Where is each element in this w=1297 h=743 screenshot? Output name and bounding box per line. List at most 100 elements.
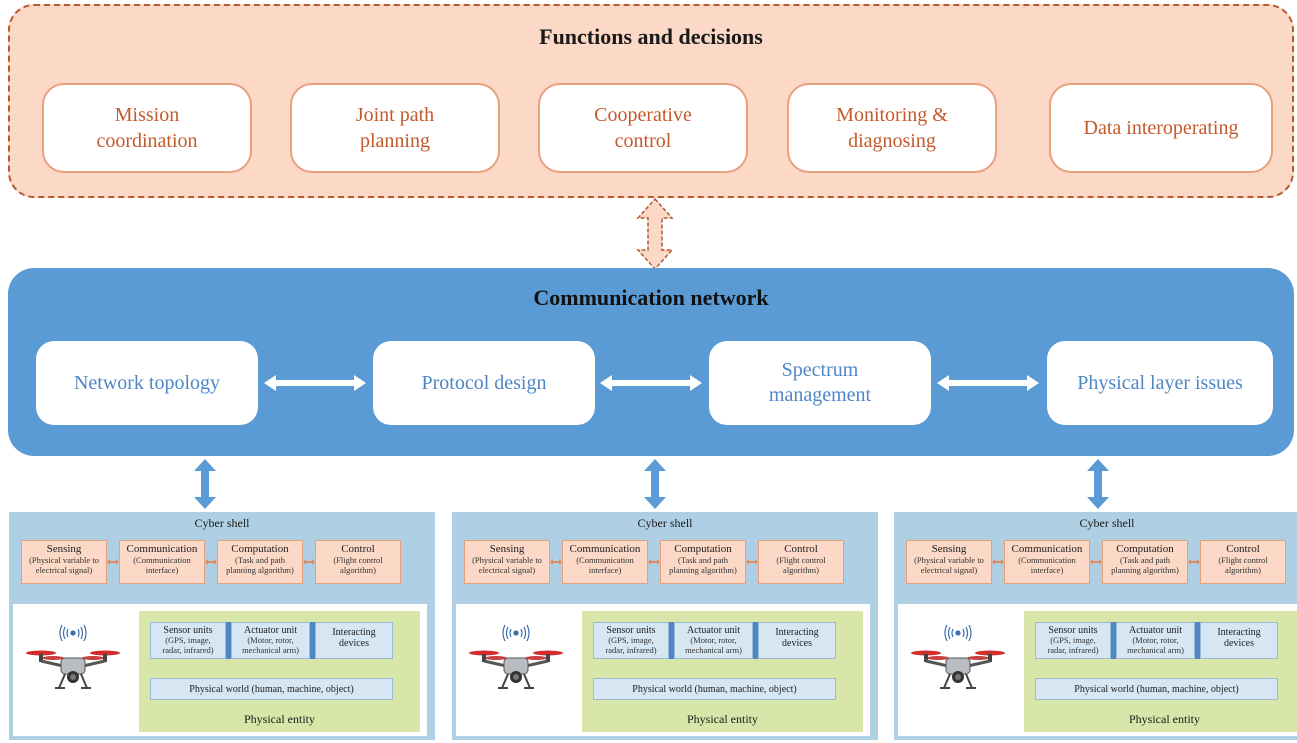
cyber-box-sub: (Communication [133,555,191,565]
cyber-box: Control (Flight control algorithm) [315,540,401,584]
cyber-shell-title: Cyber shell [194,516,250,530]
cyber-box-title: Communication [569,543,641,555]
unit-title: Interacting [1217,627,1261,638]
unit-sub: radar, infrared) [1047,644,1099,655]
cyber-box-sub: (Flight control [776,555,826,565]
unit-title: devices [1224,638,1254,649]
physical-layer-area: Sensor units (GPS, image, radar, infrare… [456,604,870,736]
function-label: Monitoring & [836,104,948,126]
unit-row: Sensor units (GPS, image, radar, infrare… [150,622,393,659]
unit-title: Sensor units [606,625,656,636]
cyber-box-sub: electrical signal) [478,565,536,575]
cyber-box: Communication (Communication interface) [1004,540,1090,584]
unit-title: Actuator unit [243,625,298,636]
unit-sub: radar, infrared) [605,644,657,655]
cyber-box: Communication (Communication interface) [119,540,205,584]
unit-separator [669,622,674,659]
network-label: Physical layer issues [1077,371,1243,394]
unit-title: Actuator unit [1128,625,1183,636]
physical-entity-label: Physical entity [244,712,315,726]
function-box-data-interoperating: Data interoperating [1049,83,1273,173]
function-label: planning [360,130,430,152]
bidirectional-arrow-icon [1090,559,1102,565]
cyber-box-sub: (Task and path [678,555,728,565]
cyber-box: Computation (Task and path planning algo… [217,540,303,584]
network-label: Protocol design [421,371,547,394]
unit-separator [1195,622,1200,659]
bidirectional-arrow-icon [205,559,217,565]
cyber-box-sub: algorithm) [783,565,819,575]
cyber-shell-title: Cyber shell [1079,516,1135,530]
drone-icon [469,624,563,689]
bidirectional-arrow-icon [194,459,216,509]
cyber-box-sub: interface) [145,565,179,575]
physical-entity-area: Sensor units (GPS, image, radar, infrare… [139,611,420,732]
physical-entity-area: Sensor units (GPS, image, radar, infrare… [582,611,863,732]
cyber-box: Sensing (Physical variable to electrical… [21,540,107,584]
cyber-box-sub: planning algorithm) [669,565,737,575]
cyber-box-sub: (Flight control [333,555,383,565]
bidirectional-arrow-icon [264,375,366,391]
network-title: Communication network [533,285,769,310]
cyber-box: Control (Flight control algorithm) [1200,540,1286,584]
network-box-spectrum-management: Spectrum management [709,341,931,425]
bidirectional-arrow-icon [636,198,674,270]
cyber-box-sub: (Communication [1018,555,1076,565]
cyber-box-sub: (Physical variable to [472,555,542,565]
cyber-box-title: Control [784,543,818,555]
cyber-box-title: Communication [1011,543,1083,555]
bidirectional-arrow-icon [644,459,666,509]
bidirectional-arrow-icon [303,559,315,565]
physical-world-box: Physical world (human, machine, object) [593,678,836,700]
bidirectional-arrow-icon [746,559,758,565]
unit-title: Interacting [332,627,376,638]
bidirectional-arrow-icon [992,559,1004,565]
unit-sub: (Motor, rotor, [1132,635,1179,645]
function-label: Data interoperating [1083,117,1239,139]
cyber-box-title: Control [341,543,375,555]
cyber-box-sub: interface) [1030,565,1064,575]
network-label: Spectrum [781,359,859,381]
network-box-protocol-design: Protocol design [373,341,595,425]
cyber-box-sub: (Task and path [235,555,285,565]
unit-sub: mechanical arm) [242,644,299,655]
function-box-joint-path-planning: Joint path planning [290,83,500,173]
bidirectional-arrow-icon [648,559,660,565]
unit-row: Sensor units (GPS, image, radar, infrare… [1035,622,1278,659]
cyber-box-sub: (Flight control [1218,555,1268,565]
cyber-box: Computation (Task and path planning algo… [1102,540,1188,584]
interacting-devices-box: Interacting devices [758,622,836,659]
unit-title: Actuator unit [686,625,741,636]
function-label: Joint path [355,104,435,126]
wireless-signal-icon [59,624,87,642]
cyber-box-title: Computation [674,543,732,555]
cyber-box: Computation (Task and path planning algo… [660,540,746,584]
physical-layer-area: Sensor units (GPS, image, radar, infrare… [13,604,427,736]
unit-sub: mechanical arm) [685,644,742,655]
unit-separator [1111,622,1116,659]
cyber-box-sub: planning algorithm) [226,565,294,575]
bidirectional-arrow-icon [937,375,1039,391]
cyber-box-sub: (Physical variable to [914,555,984,565]
drone-icon [26,624,120,689]
cyber-box-title: Sensing [46,543,82,555]
function-label: Cooperative [594,104,692,126]
wireless-signal-icon [944,624,972,642]
cyber-box-title: Sensing [489,543,525,555]
unit-separator [753,622,758,659]
bidirectional-arrow-icon [550,559,562,565]
interacting-devices-box: Interacting devices [1200,622,1278,659]
cyber-box: Sensing (Physical variable to electrical… [906,540,992,584]
wireless-signal-icon [502,624,530,642]
cyber-box-sub: planning algorithm) [1111,565,1179,575]
unit-title: Sensor units [163,625,213,636]
network-panel: Communication network Network topology P… [8,268,1294,456]
cyber-box-title: Control [1226,543,1260,555]
physical-world-box: Physical world (human, machine, object) [1035,678,1278,700]
physical-entity-area: Sensor units (GPS, image, radar, infrare… [1024,611,1297,732]
function-label: diagnosing [848,130,936,152]
network-label: management [768,384,872,406]
uav-entity-panel: Cyber shell Sensing (Physical variable t… [452,512,878,740]
